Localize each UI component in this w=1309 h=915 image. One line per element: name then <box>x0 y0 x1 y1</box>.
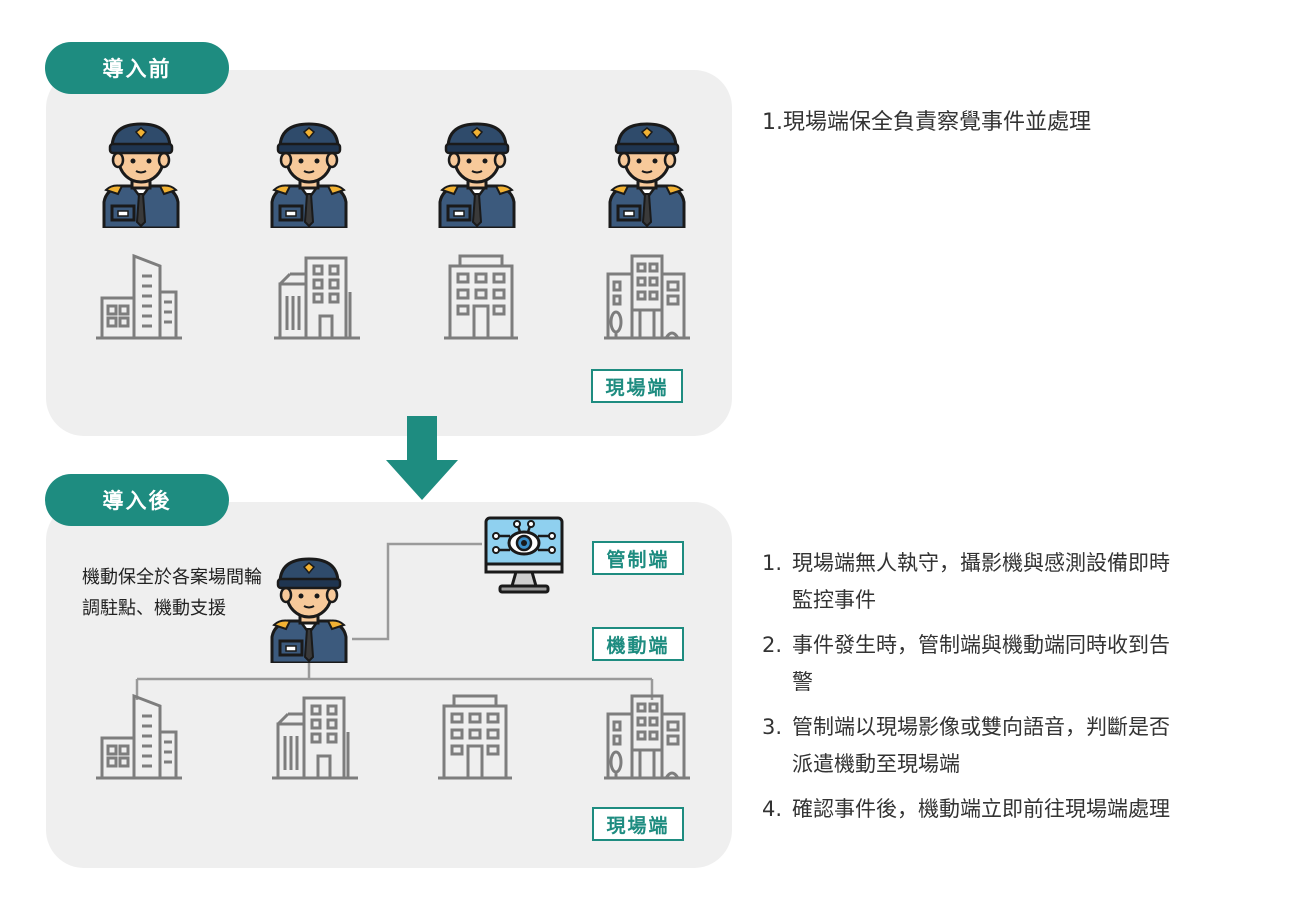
control-center-tag-label: 管制端 <box>606 548 670 571</box>
site-tag: 現場端 <box>591 369 683 403</box>
step-number: 2. <box>762 633 783 657</box>
step-text: 管制端以現場影像或雙向語音，判斷是否派遣機動至現場端 <box>792 715 1170 776</box>
step-item: 2. 事件發生時，管制端與機動端同時收到告警 <box>762 627 1192 701</box>
site-tag-label: 現場端 <box>606 814 670 837</box>
step-item: 3. 管制端以現場影像或雙向語音，判斷是否派遣機動至現場端 <box>762 709 1192 783</box>
monitor-eye-icon <box>482 514 566 598</box>
step-text: 事件發生時，管制端與機動端同時收到告警 <box>792 633 1170 694</box>
guard-icon <box>602 118 692 228</box>
mobile-unit-tag-label: 機動端 <box>606 634 670 657</box>
building-icon <box>430 692 520 780</box>
down-arrow-icon <box>386 416 458 500</box>
guard-icon <box>264 118 354 228</box>
building-icon <box>602 692 692 780</box>
site-tag: 現場端 <box>592 807 684 841</box>
building-icon <box>272 252 362 340</box>
building-icon <box>94 692 184 780</box>
step-number: 1. <box>762 551 783 575</box>
guard-icon <box>432 118 522 228</box>
step-item: 4. 確認事件後，機動端立即前往現場端處理 <box>762 791 1192 828</box>
guard-icon <box>264 553 354 663</box>
building-icon <box>436 252 526 340</box>
building-icon <box>94 252 184 340</box>
step-text: 確認事件後，機動端立即前往現場端處理 <box>792 797 1170 821</box>
before-title-pill: 導入前 <box>45 42 229 94</box>
building-icon <box>270 692 360 780</box>
building-icon <box>602 252 692 340</box>
down-arrow-shape <box>386 416 458 500</box>
before-title: 導入前 <box>102 57 172 81</box>
after-steps-list: 1. 現場端無人執守，攝影機與感測設備即時監控事件 2. 事件發生時，管制端與機… <box>762 545 1192 836</box>
after-title-pill: 導入後 <box>45 474 229 526</box>
step-item: 1. 現場端無人執守，攝影機與感測設備即時監控事件 <box>762 545 1192 619</box>
mobile-guard-note: 機動保全於各案場間輪調駐點、機動支援 <box>82 567 262 619</box>
mobile-unit-tag: 機動端 <box>592 627 684 661</box>
step-number: 4. <box>762 797 783 821</box>
step-text: 現場端無人執守，攝影機與感測設備即時監控事件 <box>792 551 1170 612</box>
before-description: 1.現場端保全負責察覺事件並處理 <box>762 110 1091 135</box>
site-tag-label: 現場端 <box>605 376 669 399</box>
step-number: 3. <box>762 715 783 739</box>
after-title: 導入後 <box>102 489 172 513</box>
control-center-tag: 管制端 <box>592 541 684 575</box>
guard-icon <box>96 118 186 228</box>
